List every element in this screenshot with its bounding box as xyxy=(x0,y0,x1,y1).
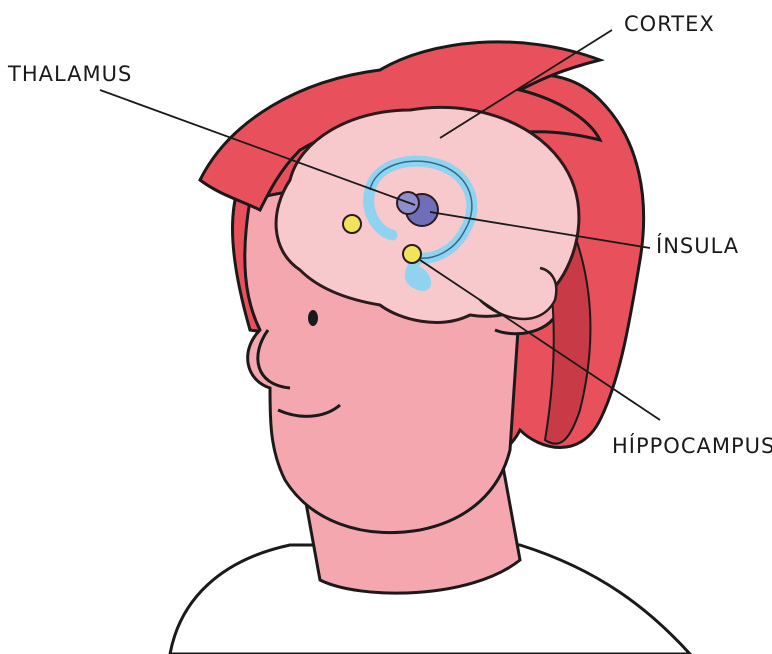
label-hippocampus: HÍPPOCAMPUS xyxy=(612,436,772,457)
label-insula: ÍNSULA xyxy=(656,236,739,257)
amygdala-left xyxy=(343,215,361,233)
label-thalamus: THALAMUS xyxy=(8,64,132,85)
eye xyxy=(308,310,318,326)
amygdala-right xyxy=(403,245,421,263)
label-cortex: CORTEX xyxy=(624,14,715,35)
